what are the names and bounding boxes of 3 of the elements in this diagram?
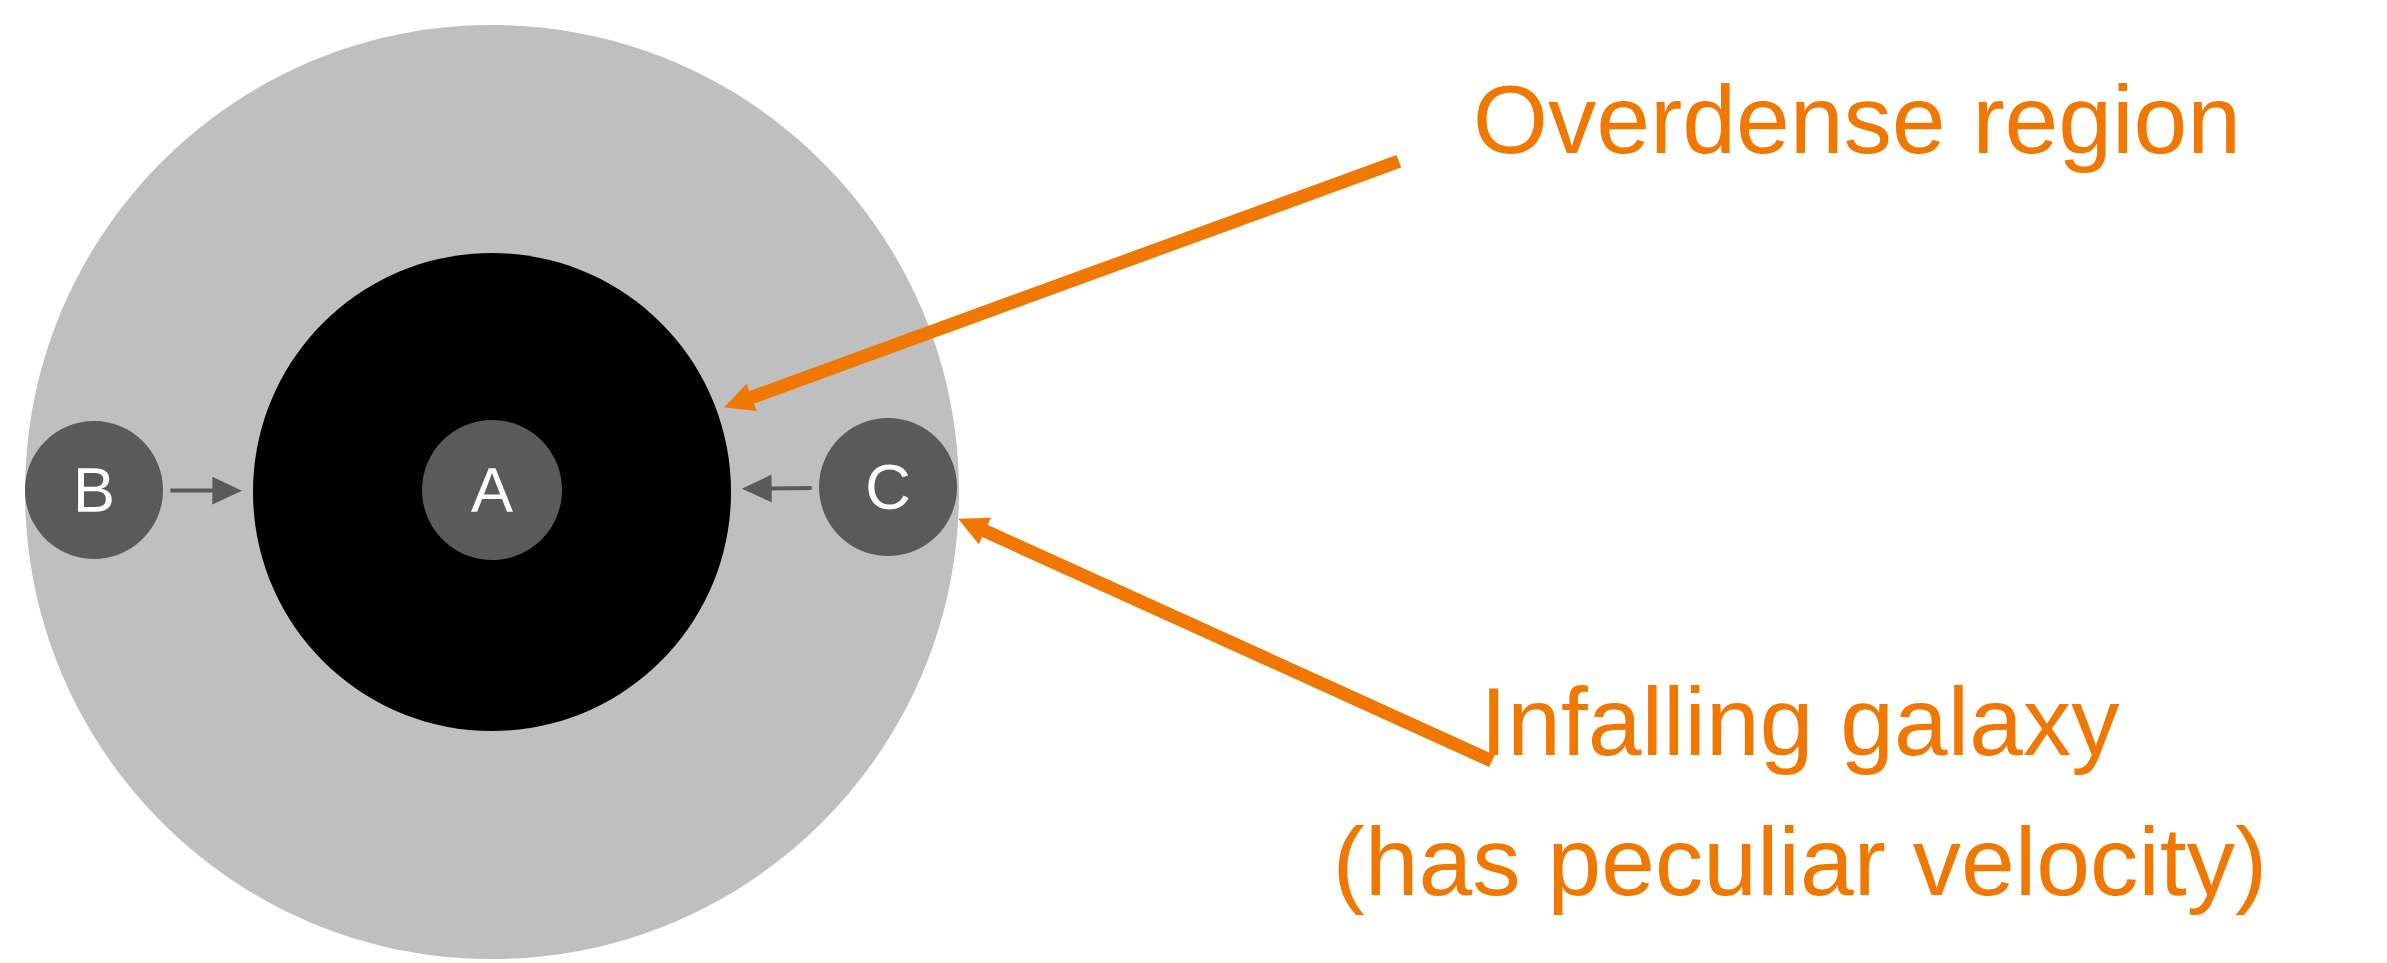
label-text: Overdense region — [1477, 82, 2235, 174]
overdense-circle — [253, 253, 731, 731]
label-text: Infalling galaxy (has peculiar velocity) — [1338, 684, 2262, 916]
